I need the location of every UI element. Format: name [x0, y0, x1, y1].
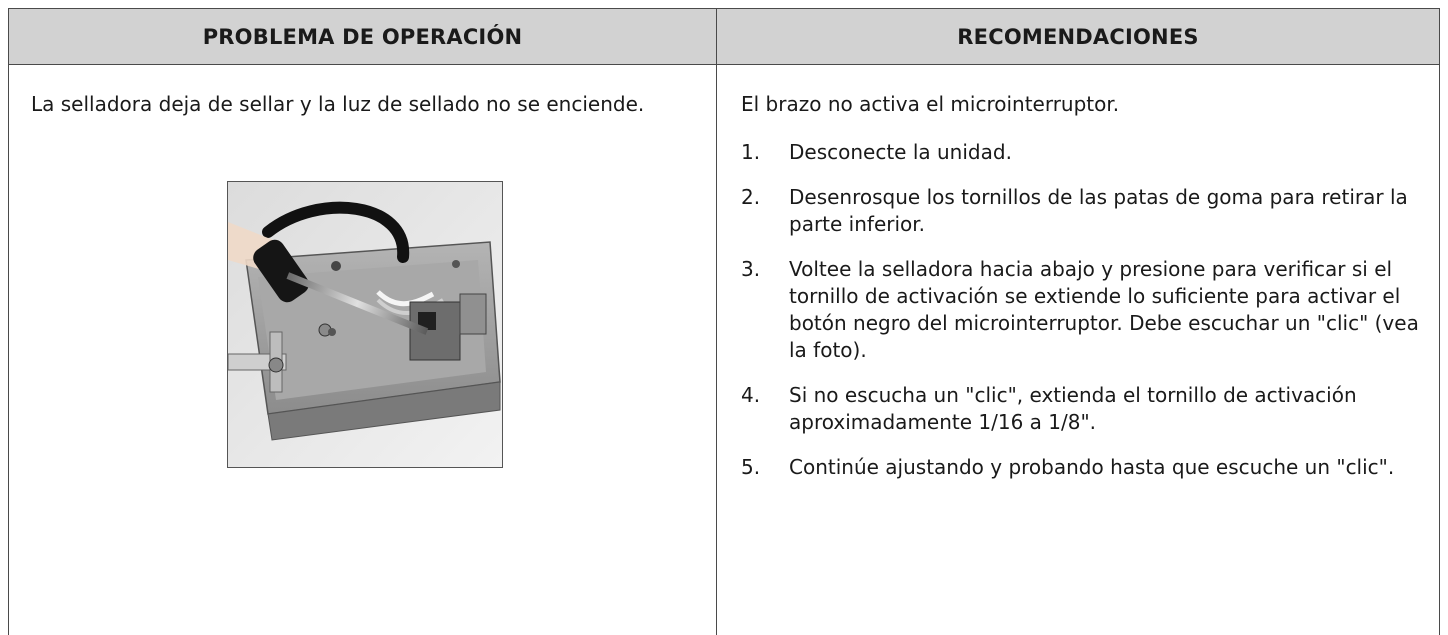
column-header-recommendations: RECOMENDACIONES	[957, 25, 1199, 49]
column-header-problem: PROBLEMA DE OPERACIÓN	[202, 25, 523, 49]
list-item: 3. Voltee la selladora hacia abajo y pre…	[741, 256, 1421, 364]
step-text: Si no escucha un "clic", extienda el tor…	[789, 383, 1357, 434]
step-number: 1.	[741, 140, 761, 164]
list-item: 4. Si no escucha un "clic", extienda el …	[741, 382, 1421, 436]
photo-illustration	[228, 182, 502, 467]
step-text: Desenrosque los tornillos de las patas d…	[789, 185, 1408, 236]
list-item: 1. Desconecte la unidad.	[741, 139, 1421, 166]
sealer-underside-photo	[227, 181, 503, 468]
step-text: Voltee la selladora hacia abajo y presio…	[789, 257, 1419, 362]
step-number: 3.	[741, 257, 761, 281]
step-number: 2.	[741, 185, 761, 209]
problem-description: La selladora deja de sellar y la luz de …	[31, 92, 645, 116]
step-number: 4.	[741, 383, 761, 407]
column-divider	[716, 9, 717, 635]
recommendation-steps: 1. Desconecte la unidad. 2. Desenrosque …	[741, 139, 1421, 499]
list-item: 2. Desenrosque los tornillos de las pata…	[741, 184, 1421, 238]
recommendation-intro: El brazo no activa el microinterruptor.	[741, 92, 1120, 116]
step-text: Continúe ajustando y probando hasta que …	[789, 455, 1395, 479]
troubleshooting-table: PROBLEMA DE OPERACIÓN RECOMENDACIONES La…	[8, 8, 1440, 635]
list-item: 5. Continúe ajustando y probando hasta q…	[741, 454, 1421, 481]
table-header-row: PROBLEMA DE OPERACIÓN RECOMENDACIONES	[9, 9, 1439, 65]
step-number: 5.	[741, 455, 761, 479]
step-text: Desconecte la unidad.	[789, 140, 1012, 164]
